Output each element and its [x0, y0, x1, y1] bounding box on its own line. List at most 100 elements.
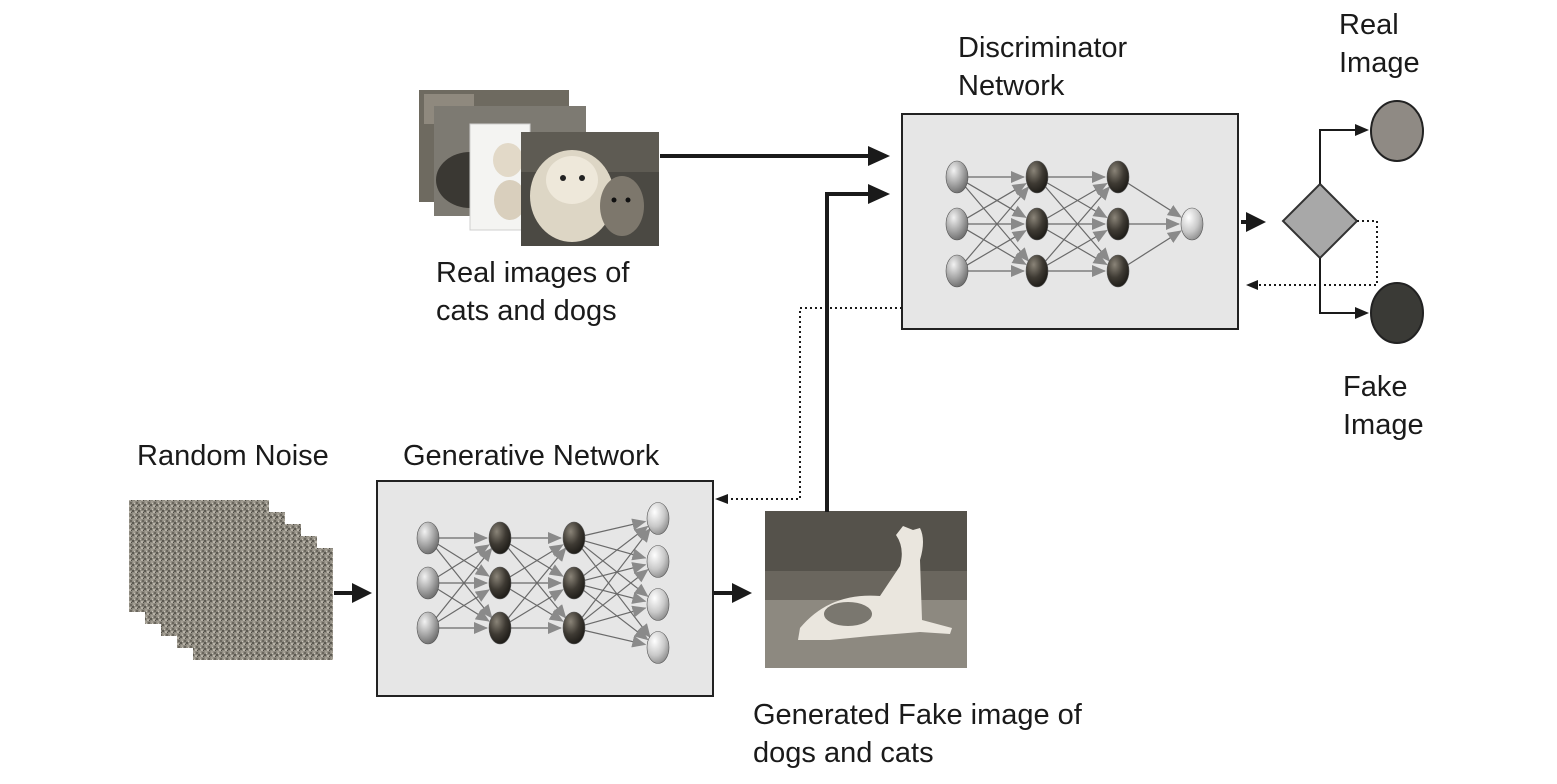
- generator-node: [646, 545, 670, 578]
- generator-edge: [434, 546, 493, 619]
- generator-edge: [584, 629, 647, 648]
- decision-to-fake-line: [1319, 258, 1357, 314]
- generator-edge: [582, 589, 649, 641]
- generator-to-fake-arrowhead: [732, 583, 752, 603]
- discriminator-edge: [1043, 186, 1111, 264]
- discriminator-node: [1025, 254, 1049, 288]
- discriminator-edge: [1046, 182, 1108, 218]
- generated-fake-label-line-2: dogs and cats: [753, 737, 934, 769]
- generator-node: [488, 566, 512, 600]
- discriminator-to-generator-dotted-line: [728, 307, 902, 500]
- discriminator-node: [945, 254, 969, 288]
- generator-node: [646, 588, 670, 621]
- generator-edge: [584, 540, 647, 561]
- puppy-head: [493, 143, 523, 177]
- generator-edge: [584, 585, 647, 604]
- cat-eye-right: [625, 197, 631, 203]
- decision-diamond: [1281, 182, 1359, 260]
- generator-edge: [580, 528, 651, 620]
- fake-to-discriminator-arrowhead: [868, 184, 890, 204]
- discriminator-edge: [1043, 184, 1111, 262]
- discriminator-node: [945, 207, 969, 241]
- generative-network-label: Generative Network: [403, 440, 660, 472]
- discriminator-node: [1106, 207, 1130, 241]
- discriminator-node: [1025, 160, 1049, 194]
- puppy-body: [494, 180, 526, 220]
- noise-layer-1: [129, 500, 269, 612]
- fake-output-circle: [1370, 282, 1424, 344]
- discriminator-to-decision-arrowhead: [1246, 212, 1266, 232]
- discriminator-node: [1106, 160, 1130, 194]
- discriminator-edge: [1126, 230, 1182, 266]
- real-output-label-line-2: Image: [1339, 47, 1420, 79]
- discriminator-edge: [966, 182, 1027, 218]
- generator-edge: [582, 568, 649, 622]
- fake-to-discriminator-arrow: [825, 192, 872, 512]
- generator-edge: [509, 588, 564, 622]
- real-images-stack: [419, 90, 659, 246]
- generator-edge: [584, 605, 647, 626]
- real-images-label-line-1: Real images of: [436, 257, 630, 289]
- cat-eye-left: [611, 197, 617, 203]
- discriminator-label-line-2: Network: [958, 70, 1065, 102]
- generator-node: [416, 611, 440, 645]
- generator-edge: [506, 546, 567, 619]
- discriminator-edge: [1046, 229, 1108, 265]
- dog-eye-right: [579, 175, 585, 181]
- generator-edge: [437, 588, 490, 622]
- real-output-label: Real Image: [1339, 6, 1420, 82]
- noise-to-generator-arrowhead: [352, 583, 372, 603]
- real-output-circle: [1370, 100, 1424, 162]
- discriminator-node: [1025, 207, 1049, 241]
- generator-edge: [506, 547, 567, 620]
- generator-edge: [437, 543, 490, 577]
- fake-creature-patch: [824, 602, 872, 626]
- generated-fake-image: [765, 511, 967, 668]
- real-to-discriminator-arrowhead: [868, 146, 890, 166]
- fake-output-label-line-1: Fake: [1343, 371, 1408, 403]
- decision-to-real-arrowhead: [1355, 124, 1369, 136]
- front-photo-cat: [600, 176, 644, 236]
- discriminator-edge: [963, 184, 1030, 262]
- generator-node: [562, 566, 586, 600]
- generator-node: [562, 521, 586, 555]
- real-output-label-line-1: Real: [1339, 9, 1399, 41]
- dog-eye-left: [560, 175, 566, 181]
- decision-feedback-dotted-line: [1258, 220, 1378, 286]
- decision-feedback-arrowhead: [1246, 280, 1258, 290]
- generator-edge: [580, 546, 651, 638]
- generator-edge: [509, 589, 564, 623]
- discriminator-node: [1180, 207, 1204, 241]
- generator-node: [562, 611, 586, 645]
- fake-output-label-line-2: Image: [1343, 409, 1424, 441]
- generator-edge: [509, 543, 564, 577]
- discriminator-network-graph: [945, 160, 1204, 288]
- generator-node: [646, 502, 670, 535]
- generative-network-graph: [416, 502, 670, 664]
- generator-node: [488, 611, 512, 645]
- discriminator-to-generator-arrowhead: [715, 494, 728, 504]
- decision-to-real-line: [1319, 129, 1357, 184]
- discriminator-edge: [1046, 230, 1108, 266]
- discriminator-node: [945, 160, 969, 194]
- generator-edge: [434, 547, 493, 620]
- generator-edge: [582, 525, 649, 577]
- decision-to-fake-arrowhead: [1355, 307, 1369, 319]
- discriminator-label-line-1: Discriminator: [958, 32, 1128, 64]
- generator-node: [416, 521, 440, 555]
- discriminator-label: Discriminator Network: [958, 29, 1127, 105]
- discriminator-edge: [966, 229, 1027, 265]
- generator-edge: [437, 589, 490, 623]
- generator-node: [646, 631, 670, 664]
- generator-node: [488, 521, 512, 555]
- random-noise-stack: [129, 500, 333, 660]
- discriminator-edge: [966, 230, 1027, 266]
- random-noise-label: Random Noise: [137, 440, 329, 472]
- generator-node: [416, 566, 440, 600]
- fake-photo-background: [765, 511, 967, 571]
- discriminator-node: [1106, 254, 1130, 288]
- generator-edge: [582, 544, 649, 598]
- generator-edge: [584, 518, 647, 537]
